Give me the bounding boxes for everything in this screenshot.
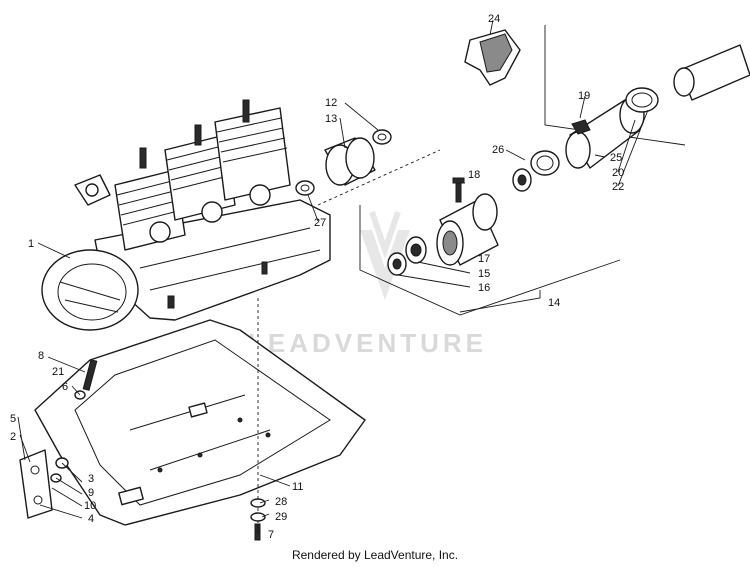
callout-16: 16	[478, 282, 490, 294]
bolt-7	[254, 523, 261, 541]
callout-14: 14	[548, 297, 560, 309]
bolt-8	[82, 359, 98, 391]
callout-5: 5	[10, 413, 16, 425]
engine-assembly	[41, 99, 331, 331]
ring-26	[530, 150, 560, 176]
callout-2: 2	[10, 431, 16, 443]
callout-24: 24	[488, 13, 500, 25]
bolt-18	[452, 177, 465, 203]
bracket-5	[19, 449, 53, 519]
callout-7: 7	[268, 529, 274, 541]
callout-6: 6	[62, 381, 68, 393]
callout-25: 25	[610, 152, 622, 164]
callout-26: 26	[492, 144, 504, 156]
callout-labels: 1 2 3 4 5 6 7 8 9 10 11 12 13 14 15 16 1…	[10, 13, 624, 541]
watermark-logo	[360, 211, 410, 300]
washer-27	[295, 180, 315, 196]
callout-15: 15	[478, 268, 490, 280]
callout-21: 21	[52, 366, 64, 378]
callout-28: 28	[275, 496, 287, 508]
seal-26	[512, 168, 532, 192]
callout-13: 13	[325, 113, 337, 125]
leader-lines	[17, 19, 649, 534]
callout-22: 22	[612, 181, 624, 193]
callout-17: 17	[478, 253, 490, 265]
washer-29	[250, 512, 266, 522]
seal-16	[387, 252, 407, 276]
clutch-sheave	[324, 137, 376, 186]
callout-4: 4	[88, 513, 94, 525]
callout-18: 18	[468, 169, 480, 181]
callout-27: 27	[314, 217, 326, 229]
callout-19: 19	[578, 90, 590, 102]
callout-20: 20	[612, 167, 624, 179]
washer-28	[250, 498, 266, 508]
callout-10: 10	[84, 500, 96, 512]
drive-shaft-tube	[673, 44, 750, 101]
callout-8: 8	[38, 350, 44, 362]
washer-12	[372, 129, 392, 145]
coupler-25	[565, 96, 645, 169]
footer-credit: Rendered by LeadVenture, Inc.	[291, 548, 459, 562]
bearing-housing	[436, 193, 499, 266]
skid-plate	[34, 319, 366, 526]
callout-9: 9	[88, 487, 94, 499]
callout-3: 3	[88, 473, 94, 485]
callout-29: 29	[275, 511, 287, 523]
watermark-text: LEADVENTURE	[248, 328, 487, 358]
callout-12: 12	[325, 97, 337, 109]
callout-1: 1	[28, 238, 34, 250]
callout-11: 11	[292, 481, 303, 493]
bearing-15	[405, 236, 427, 264]
clamp-20	[625, 87, 659, 113]
boot-24	[464, 29, 521, 86]
